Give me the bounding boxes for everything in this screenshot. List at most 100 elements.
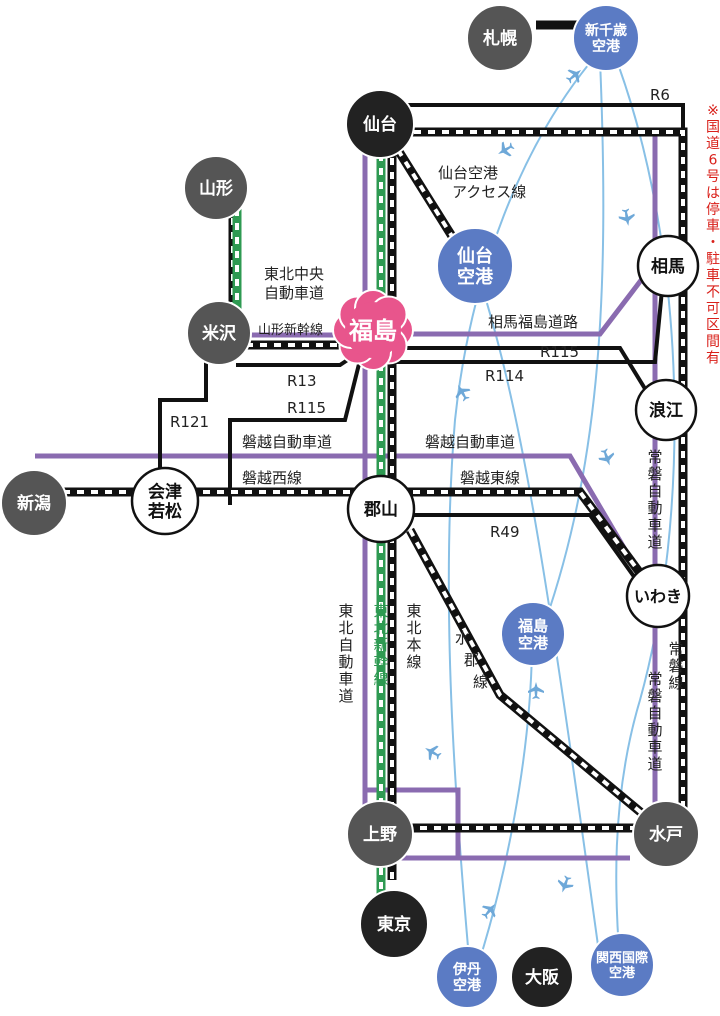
vertical-label-char: 車 <box>706 218 720 235</box>
vertical-label-char: 動 <box>338 653 353 671</box>
city-circle <box>346 800 414 868</box>
vertical-label-char: 北 <box>406 619 421 637</box>
vertical-label-char: 常 <box>668 640 683 658</box>
city-circle <box>0 469 68 537</box>
label-suigun-char-3: 線 <box>473 673 488 691</box>
city-circle <box>130 466 200 536</box>
city-label: 山形 <box>199 178 233 199</box>
city-circle <box>436 227 514 305</box>
city-namie: 浪江 <box>634 378 698 442</box>
city-label: 札幌 <box>482 28 517 49</box>
vertical-label-char: 車 <box>647 738 662 756</box>
vertical-label-char: 可 <box>706 301 720 317</box>
vertical-label-char: 幹 <box>373 653 388 671</box>
label-soma-fukushima-road: 相馬福島道路 <box>488 313 578 331</box>
label-r115-east: R115 <box>540 343 579 361</box>
city-circle <box>634 378 698 442</box>
vertical-label-char: 道 <box>647 533 662 551</box>
vertical-label-char: 磐 <box>647 687 662 705</box>
vertical-label-char: 東 <box>373 602 388 620</box>
city-nodes: 福島札幌新千歳空港仙台山形仙台空港相馬米沢浪江新潟会津若松郡山いわき福島空港上野… <box>0 4 700 1009</box>
flight-route-fukushima-itami <box>477 649 533 966</box>
vertical-label-char: 不 <box>706 285 720 301</box>
city-label: 福島 <box>517 617 548 635</box>
city-label: 新千歳 <box>585 22 627 39</box>
label-r115-west: R115 <box>287 399 326 417</box>
label-banetsu-exp-west: 磐越自動車道 <box>242 433 332 451</box>
vertical-label-char: 区 <box>706 318 720 334</box>
city-circle <box>510 945 574 1009</box>
plane-icon <box>494 138 517 161</box>
vertical-label-char: 常 <box>647 670 662 688</box>
label-r114: R114 <box>485 367 524 385</box>
vertical-label-char: 新 <box>373 636 388 654</box>
vertical-label-char: 6 <box>709 153 718 169</box>
vertical-label-char: 号 <box>706 169 720 185</box>
city-label: 仙台 <box>457 245 493 267</box>
vertical-label-char: は <box>706 186 720 202</box>
rail-joban <box>400 130 685 810</box>
vertical-label-char: 線 <box>406 653 421 671</box>
vertical-label-char: 線 <box>668 674 683 692</box>
label-r6: R6 <box>650 86 670 104</box>
vertical-label-char: 線 <box>373 670 388 688</box>
vertical-label-char: 停 <box>706 201 720 218</box>
city-niigata: 新潟 <box>0 469 68 537</box>
city-mito: 水戸 <box>632 800 700 868</box>
vertical-label-char: 動 <box>647 721 662 739</box>
flower-core <box>345 302 401 358</box>
vertical-label-char: 車 <box>338 670 353 688</box>
vertical-label-char: 駐 <box>706 252 720 268</box>
label-banetsu-west-line: 磐越西線 <box>242 469 302 487</box>
plane-icon <box>596 446 618 469</box>
city-label: 郡山 <box>363 500 398 520</box>
rail-suigun <box>408 529 652 822</box>
vertical-label-char: 道 <box>706 136 720 152</box>
label-suigun-char-2: 郡 <box>464 651 479 669</box>
city-circle <box>625 563 691 629</box>
city-label: 米沢 <box>202 323 237 344</box>
city-circle <box>435 945 499 1009</box>
city-circle <box>589 932 655 998</box>
plane-icon <box>451 381 474 404</box>
city-label: 仙台 <box>363 114 397 135</box>
city-osaka: 大阪 <box>510 945 574 1009</box>
city-yamagata: 山形 <box>183 155 249 221</box>
city-circle <box>346 474 416 544</box>
city-label: 東京 <box>377 914 411 935</box>
city-label: 水戸 <box>649 824 683 845</box>
label-joban-line: 常磐線 <box>668 640 683 692</box>
vertical-label-char: ・ <box>706 235 720 251</box>
label-r121: R121 <box>170 413 209 431</box>
vertical-label-char: 自 <box>338 636 353 654</box>
city-soma: 相馬 <box>636 234 700 298</box>
label-yamagata-shinkansen: 山形新幹線 <box>258 322 323 338</box>
route-49 <box>412 513 642 587</box>
label-tohoku-chuo-2: 自動車道 <box>264 284 324 302</box>
city-yonezawa: 米沢 <box>186 300 252 366</box>
city-label: 大阪 <box>525 967 559 988</box>
city-label: 会津 <box>148 481 182 502</box>
city-label: いわき <box>634 587 682 606</box>
vertical-label-char: 東 <box>406 602 421 620</box>
vertical-label-char: 磐 <box>647 465 662 483</box>
flight-route-fukushima-kansai <box>534 59 605 651</box>
city-fukushima: 福島 <box>332 289 414 371</box>
label-tohoku-chuo-1: 東北中央 <box>264 265 324 283</box>
label-suigun-char-1: 水 <box>455 629 470 647</box>
city-label: 相馬 <box>651 256 685 277</box>
city-circle <box>359 889 429 959</box>
vertical-label-char: 北 <box>338 619 353 637</box>
city-tokyo: 東京 <box>359 889 429 959</box>
vertical-label-char: 北 <box>373 619 388 637</box>
city-label: 若松 <box>147 501 182 522</box>
label-r49: R49 <box>490 523 520 541</box>
